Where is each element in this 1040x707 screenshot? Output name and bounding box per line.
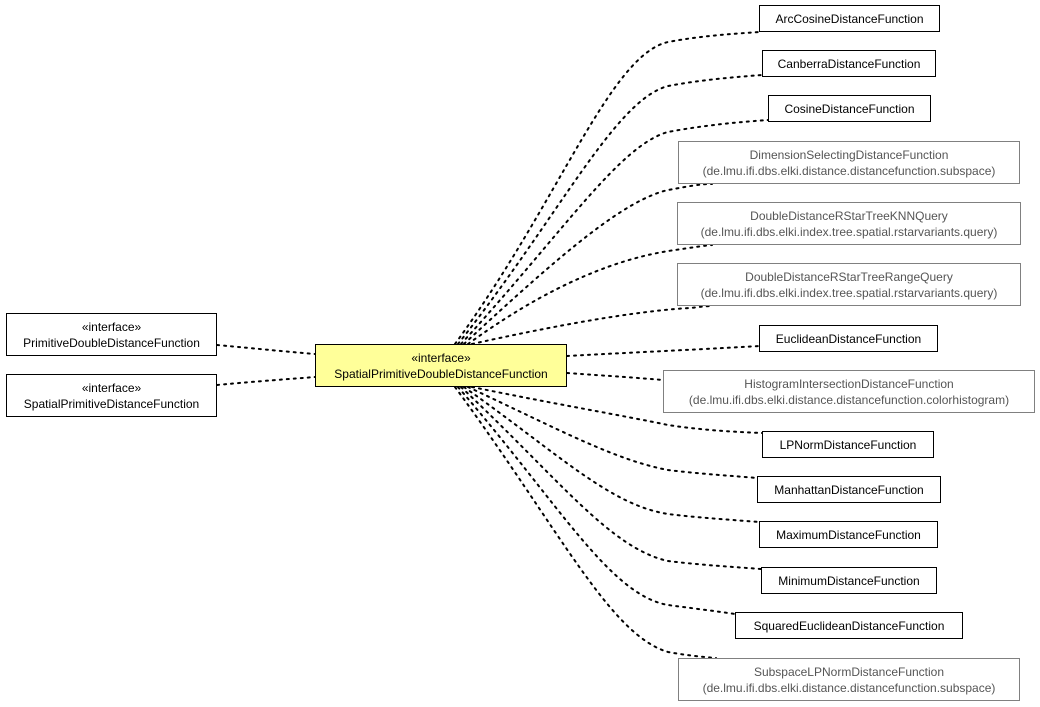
child-node-canberra-distance-function[interactable]: CanberraDistanceFunction bbox=[762, 50, 936, 77]
child-node-double-distance-rstar-tree-knn-query[interactable]: DoubleDistanceRStarTreeKNNQuery (de.lmu.… bbox=[677, 202, 1021, 245]
package-name: (de.lmu.ifi.dbs.elki.index.tree.spatial.… bbox=[700, 285, 998, 300]
child-node-double-distance-rstar-tree-range-query[interactable]: DoubleDistanceRStarTreeRangeQuery (de.lm… bbox=[677, 263, 1021, 306]
stereotype-label: «interface» bbox=[81, 319, 142, 334]
class-name: SubspaceLPNormDistanceFunction bbox=[753, 664, 945, 679]
edge-child-8 bbox=[471, 386, 763, 434]
child-node-euclidean-distance-function[interactable]: EuclideanDistanceFunction bbox=[759, 325, 938, 352]
child-node-minimum-distance-function[interactable]: MinimumDistanceFunction bbox=[761, 567, 937, 594]
package-name: (de.lmu.ifi.dbs.elki.distance.distancefu… bbox=[702, 163, 996, 178]
class-name: EuclideanDistanceFunction bbox=[775, 331, 922, 346]
edge-child-3 bbox=[463, 183, 713, 345]
class-name: SpatialPrimitiveDoubleDistanceFunction bbox=[334, 366, 548, 381]
class-name: LPNormDistanceFunction bbox=[779, 437, 917, 452]
class-name: MinimumDistanceFunction bbox=[778, 573, 920, 588]
parent-node-primitive-double-distance-function[interactable]: «interface» PrimitiveDoubleDistanceFunct… bbox=[6, 313, 217, 356]
stereotype-label: «interface» bbox=[411, 350, 471, 365]
class-name: PrimitiveDoubleDistanceFunction bbox=[23, 335, 200, 350]
edge-child-2 bbox=[460, 119, 769, 345]
edge-child-12 bbox=[457, 386, 736, 615]
center-node-spatial-primitive-double-distance-function[interactable]: «interface» SpatialPrimitiveDoubleDistan… bbox=[315, 344, 567, 387]
edge-child-4 bbox=[467, 244, 713, 345]
child-node-arc-cosine-distance-function[interactable]: ArcCosineDistanceFunction bbox=[759, 5, 940, 32]
class-name: DimensionSelectingDistanceFunction bbox=[749, 147, 949, 162]
edge-child-0 bbox=[454, 31, 760, 345]
edge-child-1 bbox=[457, 74, 763, 345]
package-name: (de.lmu.ifi.dbs.elki.index.tree.spatial.… bbox=[700, 224, 998, 239]
child-node-subspace-lpnorm-distance-function[interactable]: SubspaceLPNormDistanceFunction (de.lmu.i… bbox=[678, 658, 1020, 701]
package-name: (de.lmu.ifi.dbs.elki.distance.distancefu… bbox=[702, 680, 996, 695]
child-node-histogram-intersection-distance-function[interactable]: HistogramIntersectionDistanceFunction (d… bbox=[663, 370, 1035, 413]
edge-child-9 bbox=[467, 386, 758, 479]
class-name: HistogramIntersectionDistanceFunction bbox=[744, 376, 954, 391]
child-node-maximum-distance-function[interactable]: MaximumDistanceFunction bbox=[759, 521, 938, 548]
child-node-lpnorm-distance-function[interactable]: LPNormDistanceFunction bbox=[762, 431, 934, 458]
class-name: MaximumDistanceFunction bbox=[776, 527, 921, 542]
package-name: (de.lmu.ifi.dbs.elki.distance.distancefu… bbox=[688, 392, 1010, 407]
edge-child-13 bbox=[454, 386, 717, 659]
edge-child-6 bbox=[566, 345, 760, 357]
edge-child-11 bbox=[460, 386, 762, 570]
class-name: DoubleDistanceRStarTreeRangeQuery bbox=[745, 269, 953, 284]
class-name: ManhattanDistanceFunction bbox=[774, 482, 924, 497]
edge-child-10 bbox=[463, 386, 760, 523]
class-name: CanberraDistanceFunction bbox=[777, 56, 921, 71]
class-name: SquaredEuclideanDistanceFunction bbox=[753, 618, 945, 633]
edge-parent-0 bbox=[216, 344, 316, 355]
class-name: CosineDistanceFunction bbox=[784, 101, 915, 116]
stereotype-label: «interface» bbox=[81, 380, 142, 395]
class-name: DoubleDistanceRStarTreeKNNQuery bbox=[750, 208, 948, 223]
class-name: SpatialPrimitiveDistanceFunction bbox=[23, 396, 200, 411]
class-name: ArcCosineDistanceFunction bbox=[775, 11, 924, 26]
parent-node-spatial-primitive-distance-function[interactable]: «interface» SpatialPrimitiveDistanceFunc… bbox=[6, 374, 217, 417]
child-node-cosine-distance-function[interactable]: CosineDistanceFunction bbox=[768, 95, 931, 122]
edge-child-5 bbox=[471, 305, 713, 345]
child-node-dimension-selecting-distance-function[interactable]: DimensionSelectingDistanceFunction (de.l… bbox=[678, 141, 1020, 184]
child-node-manhattan-distance-function[interactable]: ManhattanDistanceFunction bbox=[757, 476, 941, 503]
edge-parent-1 bbox=[216, 376, 316, 386]
child-node-squared-euclidean-distance-function[interactable]: SquaredEuclideanDistanceFunction bbox=[735, 612, 963, 639]
edge-child-7 bbox=[566, 372, 664, 381]
